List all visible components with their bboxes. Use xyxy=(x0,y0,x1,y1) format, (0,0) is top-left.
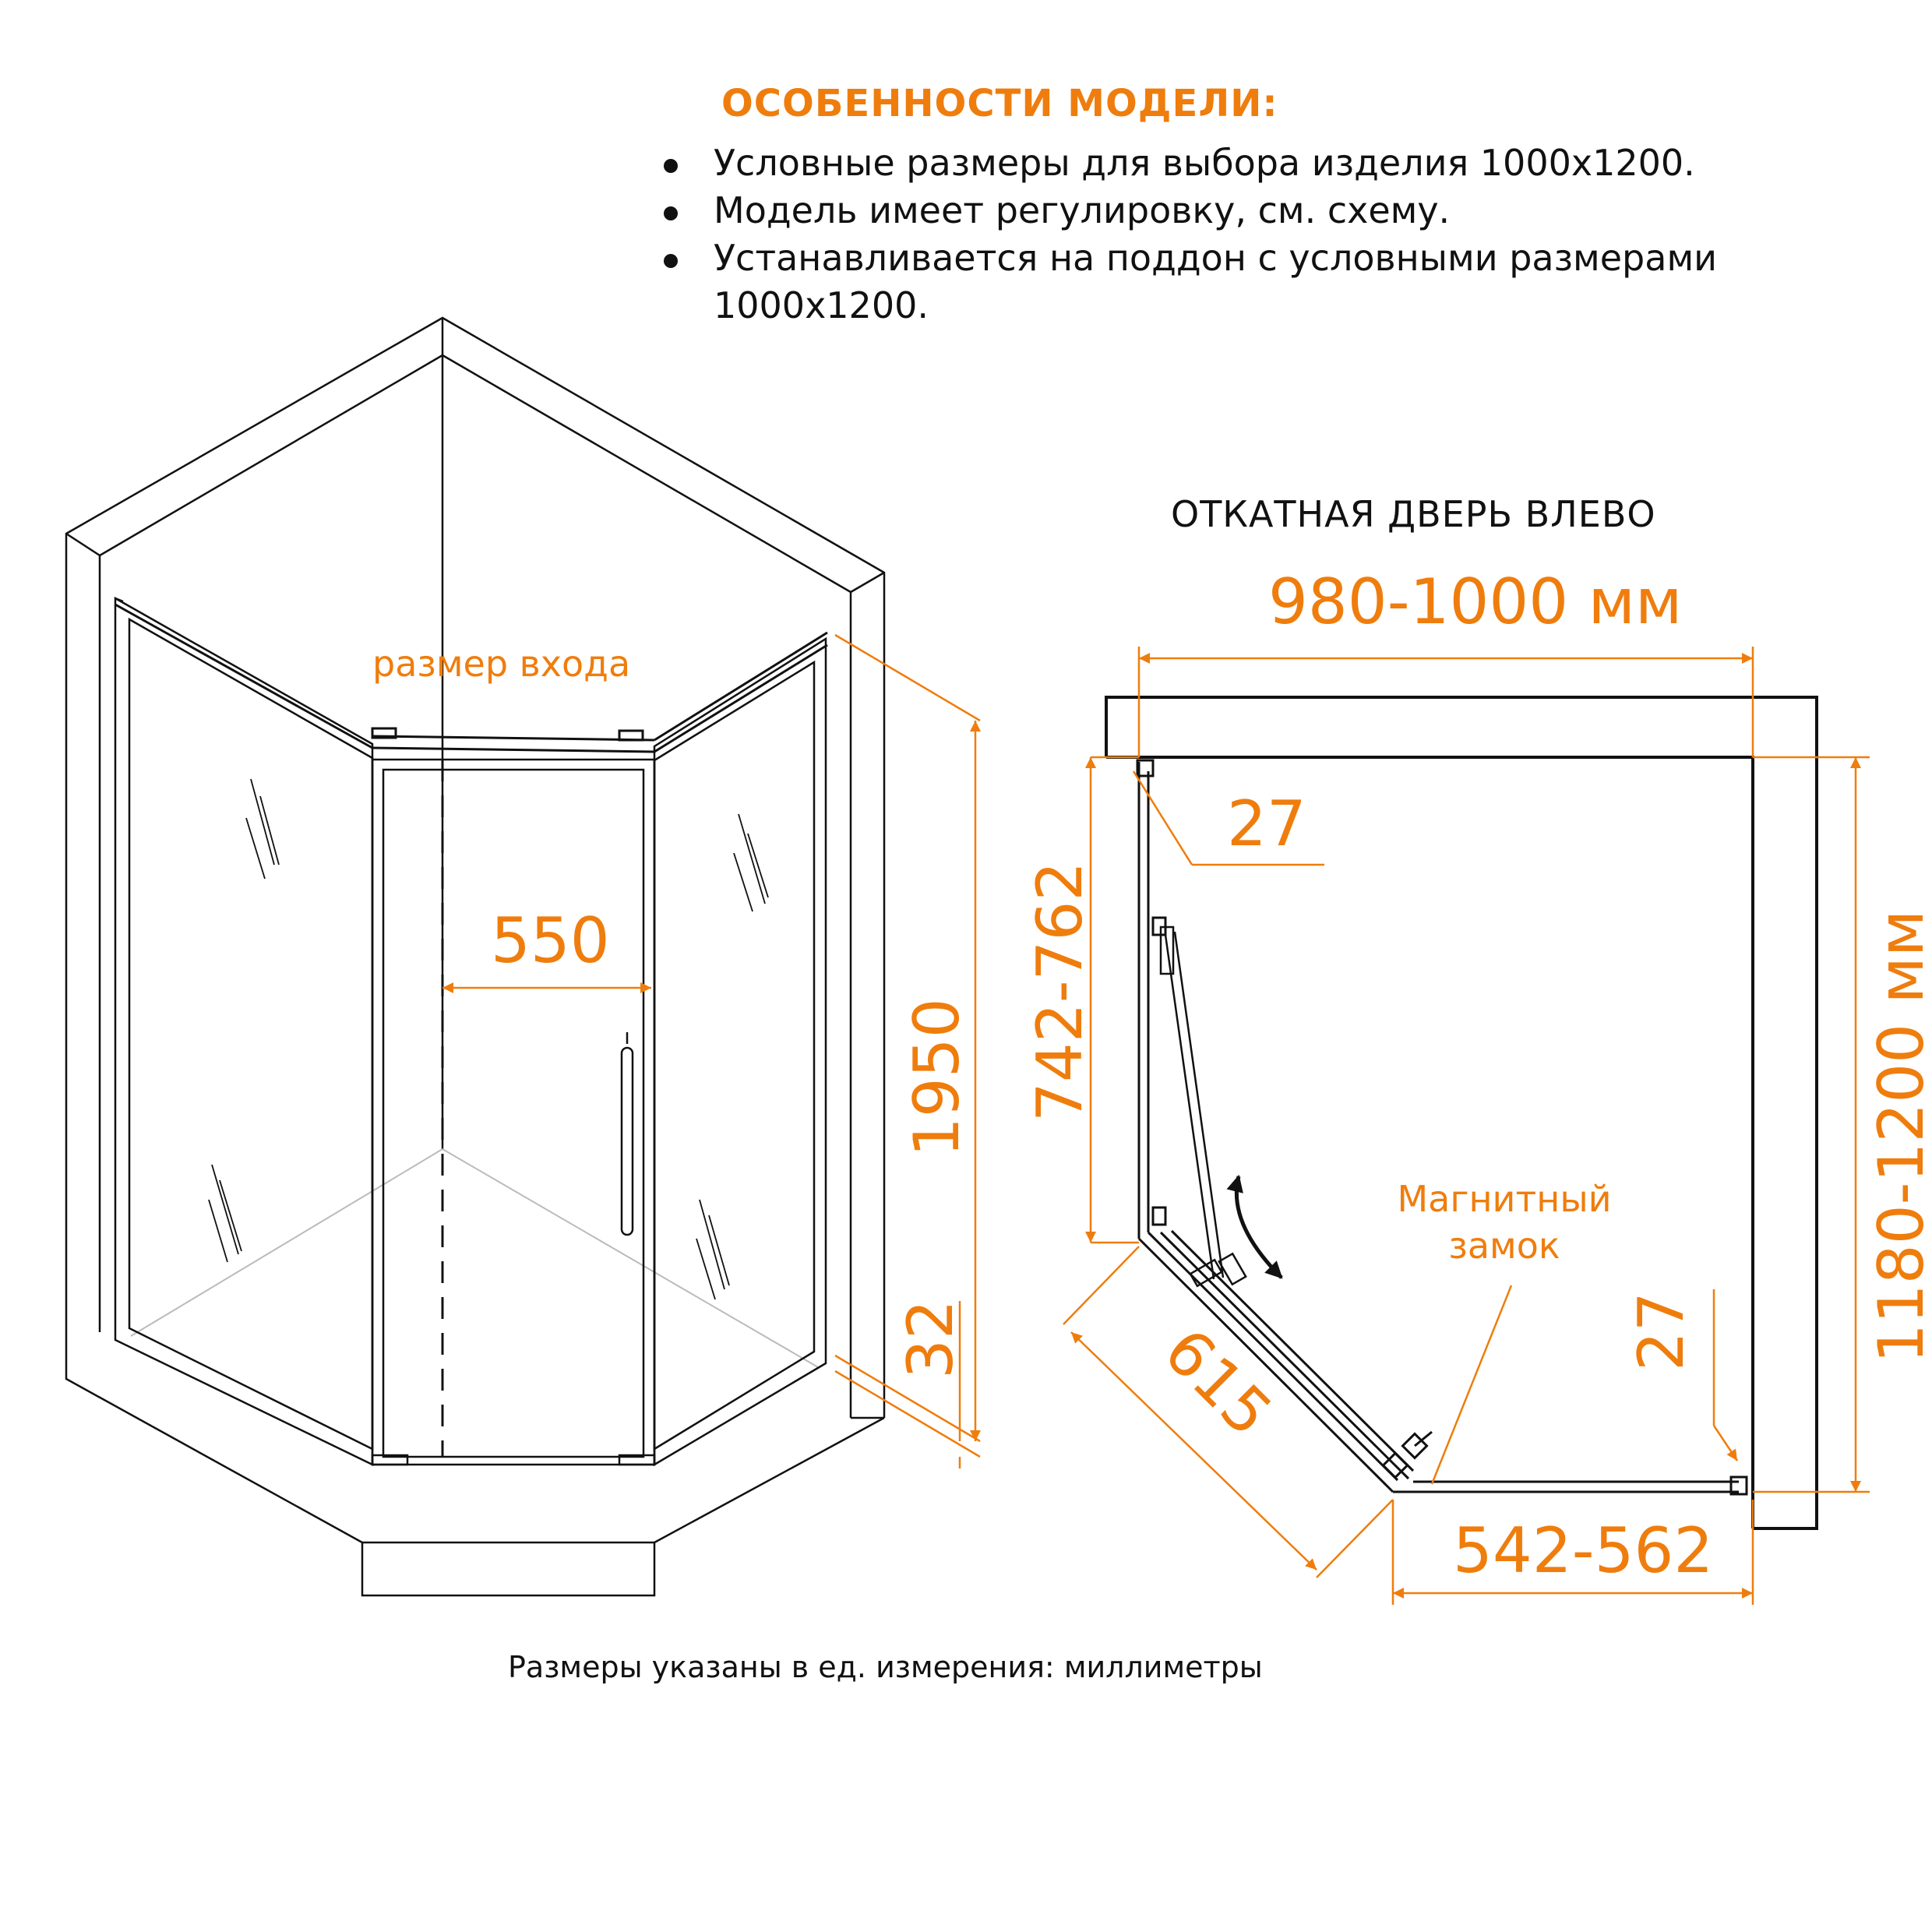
plan-dimensions xyxy=(1063,647,1870,1605)
plan-width-dim: 980-1000 мм xyxy=(1268,566,1682,638)
plan-bottom-panel xyxy=(1393,1475,1748,1496)
glass-reflection-marks xyxy=(208,778,769,1300)
units-footnote: Размеры указаны в ед. измерения: миллиме… xyxy=(508,1650,1263,1684)
plan-depth-dim: 1180-1200 мм xyxy=(1865,910,1932,1363)
iso-door xyxy=(371,758,656,1466)
plan-left-panel xyxy=(1136,759,1167,1239)
plan-door xyxy=(1159,925,1247,1288)
feature-item: Устанавливается на поддон с условными ра… xyxy=(654,234,1870,330)
plan-profile-top-dim: 27 xyxy=(1227,788,1306,860)
iso-left-panel xyxy=(114,596,374,1466)
iso-view xyxy=(65,316,886,1597)
feature-item: Условные размеры для выбора изделия 1000… xyxy=(654,139,1870,187)
magnetic-lock-label: Магнитный xyxy=(1397,1178,1611,1220)
plan-bottom-side-dim: 542-562 xyxy=(1453,1514,1713,1587)
features-block: ОСОБЕННОСТИ МОДЕЛИ: Условные размеры для… xyxy=(654,82,1870,330)
entrance-width-dim: 550 xyxy=(491,904,610,977)
iso-top-rail xyxy=(115,603,828,753)
door-swing-arrow xyxy=(1226,1174,1283,1279)
iso-tray xyxy=(65,1332,885,1597)
iso-walls xyxy=(65,316,886,1418)
plan-title: ОТКАТНАЯ ДВЕРЬ ВЛЕВО xyxy=(1171,493,1656,535)
iso-floor xyxy=(130,1148,819,1368)
feature-item: Модель имеет регулировку, см. схему. xyxy=(654,187,1870,234)
entrance-label: размер входа xyxy=(372,643,630,685)
features-title: ОСОБЕННОСТИ МОДЕЛИ: xyxy=(721,82,1278,125)
height-dim: 1950 xyxy=(901,998,973,1157)
iso-dimensions xyxy=(442,633,981,1468)
plan-left-side-dim: 742-762 xyxy=(1024,862,1096,1122)
magnetic-lock-label-2: замок xyxy=(1448,1225,1560,1267)
features-list: Условные размеры для выбора изделия 1000… xyxy=(654,139,1870,330)
iso-right-panel xyxy=(653,636,827,1467)
base-height-dim: 32 xyxy=(894,1299,967,1379)
plan-profile-right-dim: 27 xyxy=(1625,1292,1698,1371)
